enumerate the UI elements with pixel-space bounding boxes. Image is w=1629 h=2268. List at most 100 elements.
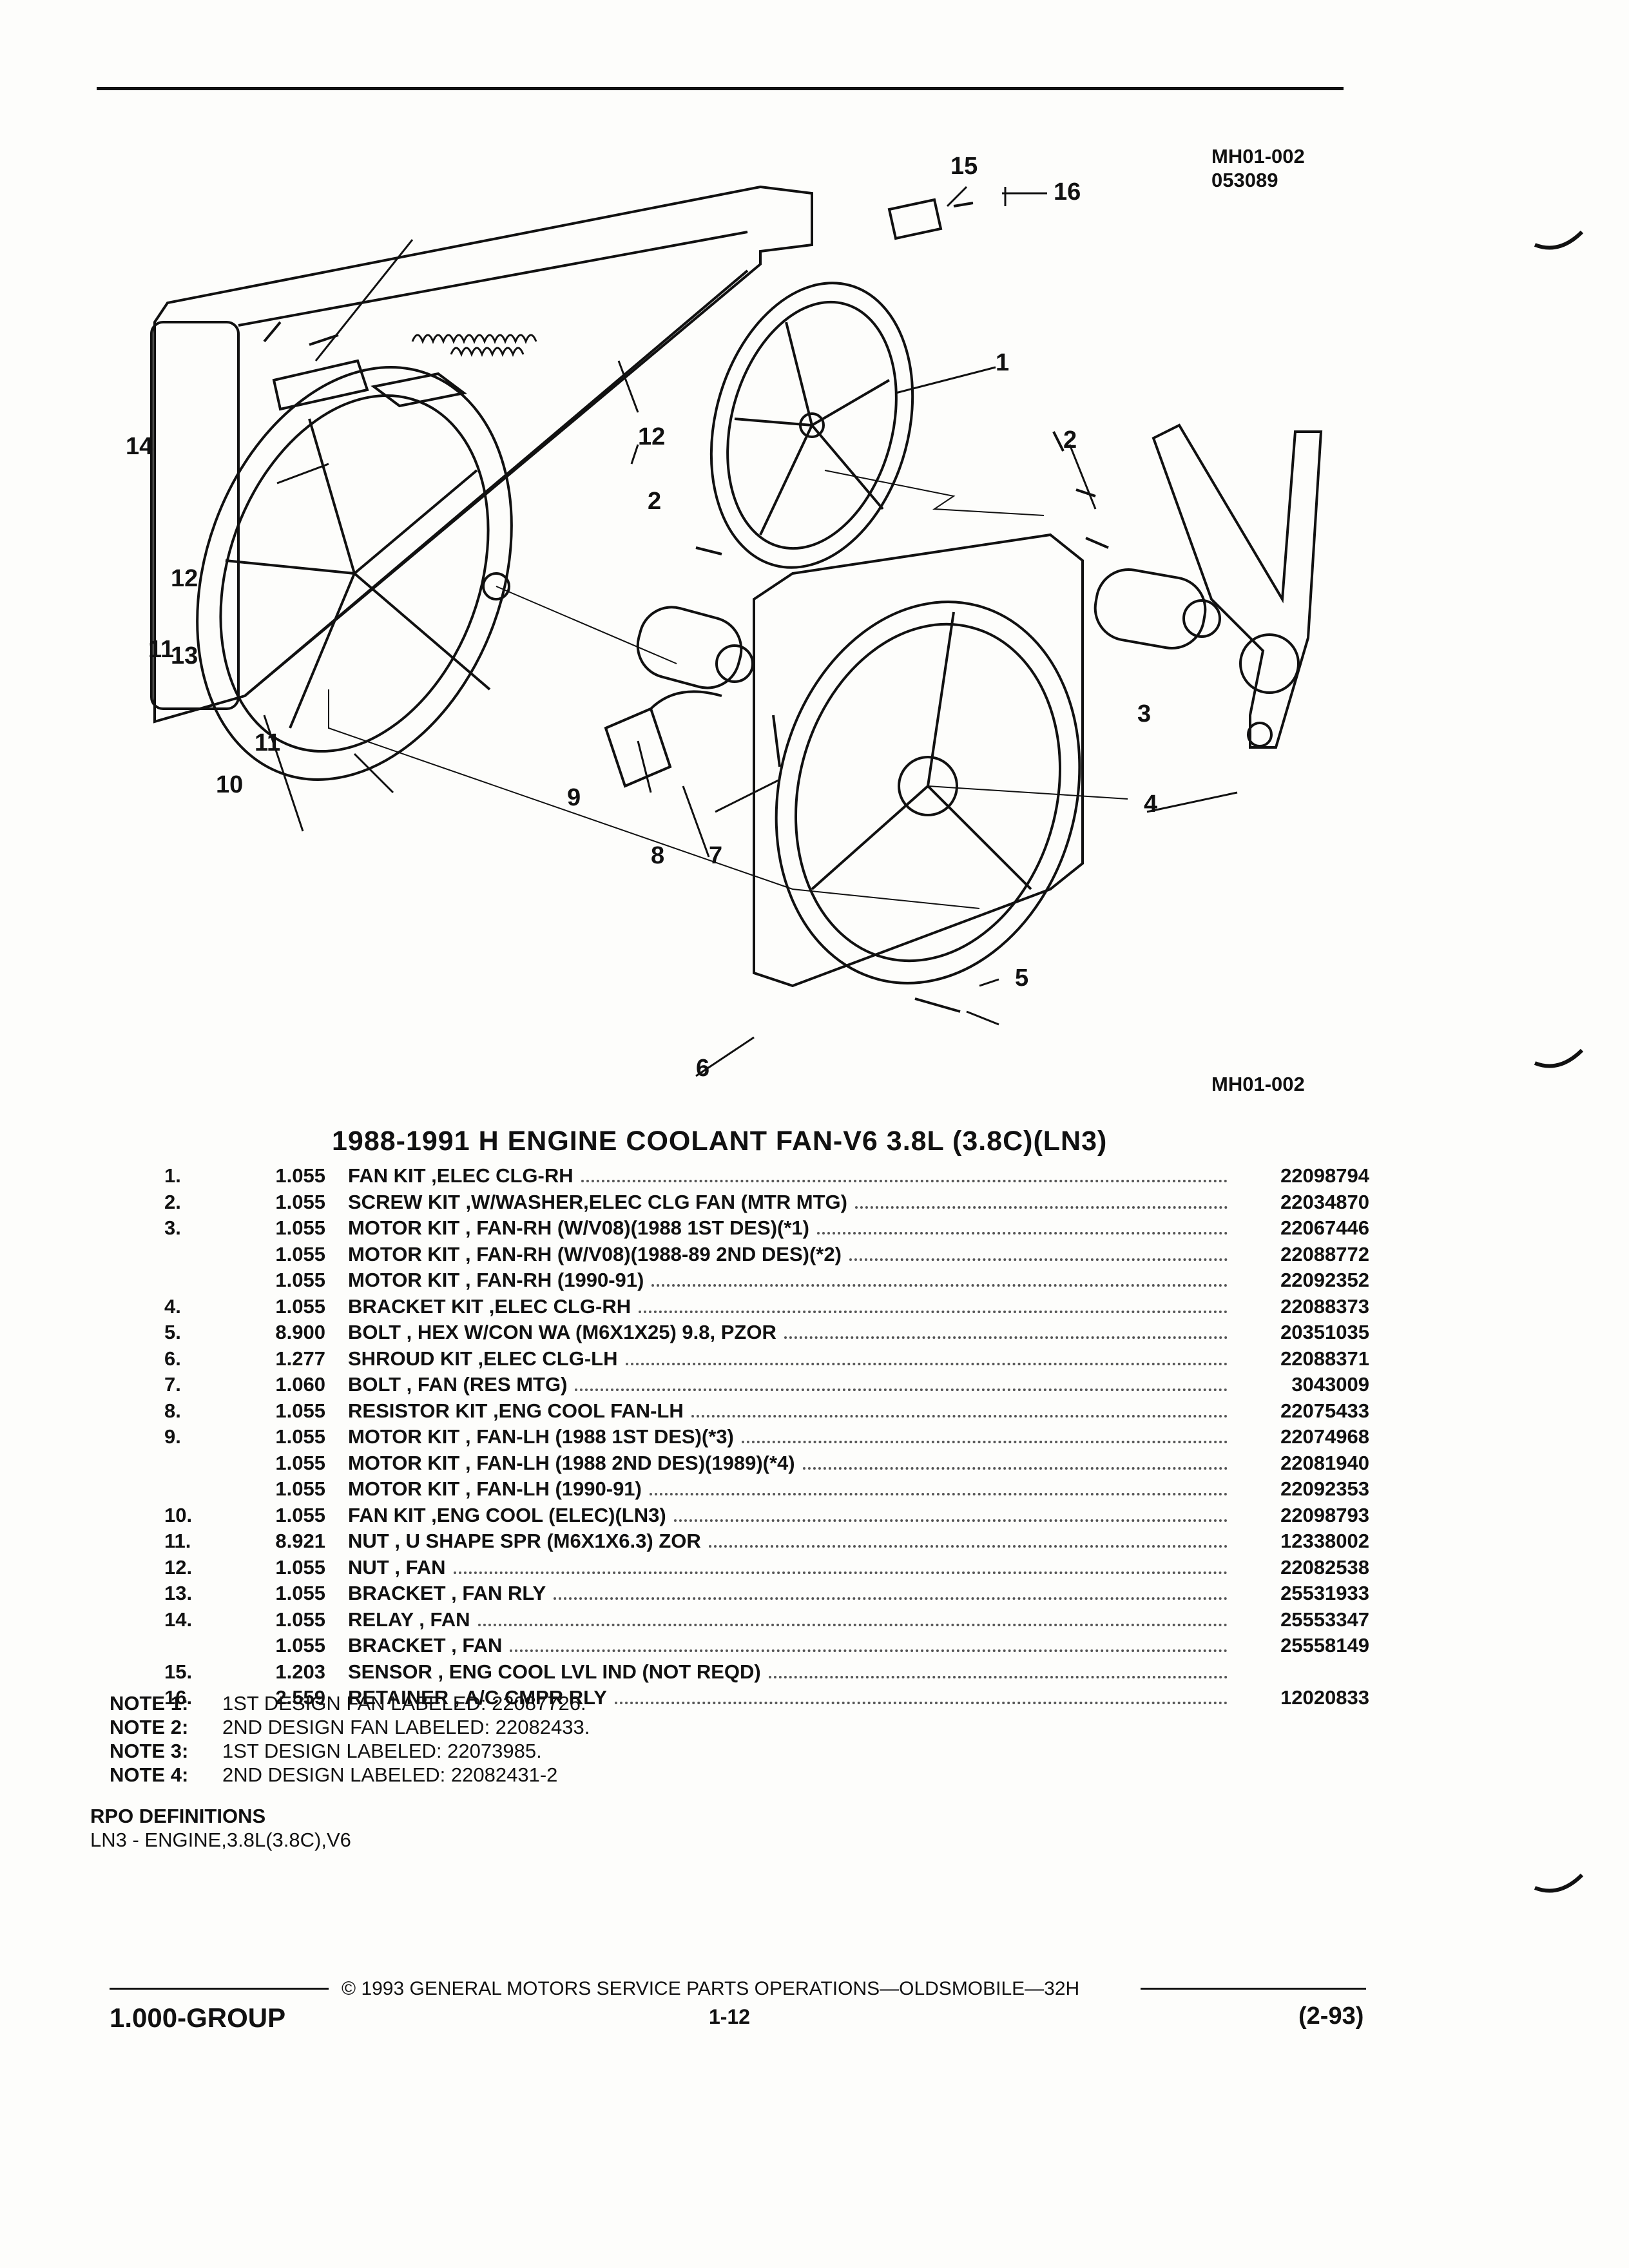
part-number: 3043009 — [1291, 1373, 1369, 1396]
part-number: 22081940 — [1280, 1451, 1369, 1474]
part-description: BRACKET , FAN — [348, 1633, 1234, 1659]
note-line: NOTE 1:1ST DESIGN FAN LABELED: 22087726. — [110, 1691, 590, 1715]
part-number: 20351035 — [1280, 1321, 1369, 1344]
part-number: 25558149 — [1280, 1634, 1369, 1657]
group-number: 1.055 — [275, 1190, 325, 1213]
note-text: 2ND DESIGN LABELED: 22082431-2 — [222, 1763, 558, 1786]
note-label: NOTE 3: — [110, 1740, 189, 1762]
diagram-caption-code: MH01-002 — [1211, 1073, 1305, 1095]
callout-1: 1 — [996, 349, 1009, 376]
item-number — [164, 1476, 242, 1503]
scan-mark-2 — [1534, 1048, 1584, 1068]
left-fan-motor — [636, 606, 754, 689]
item-number: 11. — [164, 1530, 191, 1553]
fan-bracket — [1152, 423, 1323, 749]
table-row: 1.055 MOTOR KIT , FAN-RH (W/V08)(1988-89 … — [164, 1242, 1369, 1268]
callout-5: 5 — [1015, 965, 1028, 992]
part-number: 22098793 — [1280, 1503, 1369, 1526]
footer-rule-right — [1141, 1988, 1366, 1990]
part-number: 22088373 — [1280, 1294, 1369, 1318]
note-line: NOTE 2:2ND DESIGN FAN LABELED: 22082433. — [110, 1715, 590, 1739]
item-number: 5. — [164, 1321, 181, 1344]
part-description: BOLT , FAN (RES MTG) — [348, 1372, 1234, 1398]
item-number: 6. — [164, 1347, 181, 1370]
part-description: MOTOR KIT , FAN-LH (1988 2ND DES)(1989)(… — [348, 1450, 1234, 1477]
group-number: 1.055 — [275, 1608, 325, 1631]
right-fan — [709, 282, 914, 569]
group-number: 1.055 — [275, 1503, 325, 1526]
part-description: RESISTOR KIT ,ENG COOL FAN-LH — [348, 1398, 1234, 1425]
part-description: RETAINER , A/C CMPR RLY — [348, 1685, 1234, 1711]
callout-2: 2 — [1063, 427, 1077, 454]
callout-10: 10 — [216, 771, 243, 798]
callout-8: 8 — [651, 842, 664, 869]
scan-mark-1 — [1534, 230, 1584, 250]
group-number: 1.277 — [275, 1347, 325, 1370]
rpo-line: LN3 - ENGINE,3.8L(3.8C),V6 — [90, 1829, 351, 1851]
note-label: NOTE 4: — [110, 1763, 189, 1786]
item-number: 2. — [164, 1190, 181, 1213]
part-description: BOLT , HEX W/CON WA (M6X1X25) 9.8, PZOR — [348, 1320, 1234, 1346]
figure-date: 053089 — [1211, 169, 1278, 191]
note-line: NOTE 3:1ST DESIGN LABELED: 22073985. — [110, 1739, 590, 1763]
group-number: 8.921 — [275, 1530, 325, 1553]
group-number: 1.055 — [275, 1477, 325, 1501]
part-description: MOTOR KIT , FAN-LH (1990-91) — [348, 1476, 1234, 1503]
item-number: 12. — [164, 1555, 193, 1579]
item-number — [164, 1633, 242, 1659]
part-description: FAN KIT ,ENG COOL (ELEC)(LN3) — [348, 1503, 1234, 1529]
group-number: 1.055 — [275, 1294, 325, 1318]
group-number: 1.055 — [275, 1399, 325, 1422]
footer-rule-left — [110, 1988, 329, 1990]
footer-page-number: 1-12 — [709, 2005, 751, 2028]
fan-shroud — [753, 533, 1084, 988]
rpo-definitions: RPO DEFINITIONS LN3 - ENGINE,3.8L(3.8C),… — [90, 1804, 351, 1852]
callout-4: 4 — [1144, 791, 1157, 818]
part-description: MOTOR KIT , FAN-RH (W/V08)(1988-89 2ND D… — [348, 1242, 1234, 1268]
item-number — [164, 1267, 242, 1294]
group-number: 1.055 — [275, 1451, 325, 1474]
part-description: MOTOR KIT , FAN-RH (1990-91) — [348, 1267, 1234, 1294]
item-number: 4. — [164, 1294, 181, 1318]
callout-7: 7 — [709, 842, 722, 869]
table-row: 12. 1.055 NUT , FAN 22082538 — [164, 1555, 1369, 1581]
group-number: 1.055 — [275, 1216, 325, 1240]
group-number: 1.203 — [275, 1660, 325, 1683]
radiator — [150, 185, 813, 724]
callout-11: 11 — [148, 636, 174, 663]
part-number: 22034870 — [1280, 1190, 1369, 1213]
part-number: 22092352 — [1280, 1269, 1369, 1292]
group-number: 1.055 — [275, 1242, 325, 1265]
group-number: 1.055 — [275, 1555, 325, 1579]
item-number: 8. — [164, 1399, 181, 1422]
part-description: SCREW KIT ,W/WASHER,ELEC CLG FAN (MTR MT… — [348, 1189, 1234, 1216]
callout-11: 11 — [255, 729, 280, 756]
note-text: 1ST DESIGN FAN LABELED: 22087726. — [222, 1692, 586, 1715]
group-number: 1.055 — [275, 1164, 325, 1187]
part-description: NUT , FAN — [348, 1555, 1234, 1581]
coolant-level-sensor — [887, 198, 974, 240]
part-number: 22082538 — [1280, 1555, 1369, 1579]
callout-14: 14 — [126, 433, 153, 460]
item-number — [164, 1242, 242, 1268]
page-title: 1988-1991 H ENGINE COOLANT FAN-V6 3.8L (… — [332, 1126, 1108, 1157]
part-number — [1234, 1659, 1369, 1686]
note-line: NOTE 4: 2ND DESIGN LABELED: 22082431-2 — [110, 1763, 590, 1787]
part-number: 22088772 — [1280, 1242, 1369, 1265]
part-number: 22075433 — [1280, 1399, 1369, 1422]
part-description: MOTOR KIT , FAN-RH (W/V08)(1988 1ST DES)… — [348, 1215, 1234, 1242]
group-number: 2.559 — [275, 1686, 325, 1709]
group-number: 1.055 — [275, 1425, 325, 1448]
